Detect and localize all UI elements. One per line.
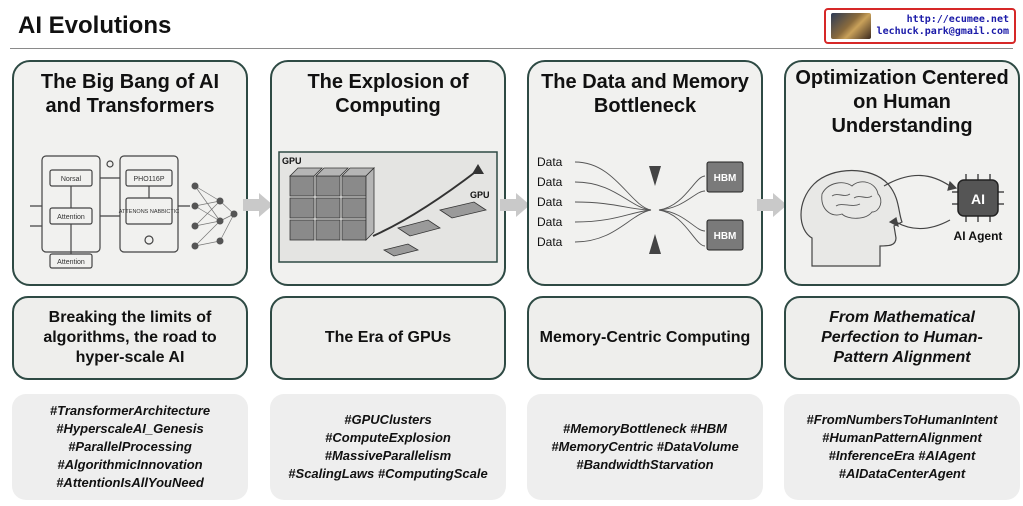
art-label-hbm: HBM (714, 231, 737, 242)
stage-3-subtitle: Memory-Centric Computing (527, 296, 763, 380)
tag: #AlgorithmicInnovation (57, 457, 203, 472)
art-label-hbm: HBM (714, 173, 737, 184)
stage-2-tags: #GPUClusters #ComputeExplosion #MassiveP… (270, 394, 506, 500)
stage-2-title: The Explosion of Computing (307, 71, 469, 117)
art-label-attention: Attention (57, 214, 85, 221)
art-label-gpu-cluster: GPU (282, 156, 302, 166)
tag: #ComputeExplosion (325, 430, 451, 445)
stage-4-subtitle: From Mathematical Perfection to Human-Pa… (784, 296, 1020, 380)
title-divider (10, 48, 1013, 49)
art-label-attention-input: Attention (57, 259, 85, 266)
stage-4-title: Optimization Centered on Human Understan… (795, 67, 1009, 137)
stage-2-card: The Explosion of Computing GPU GPU (270, 60, 506, 286)
stage-1-tags: #TransformerArchitecture #HyperscaleAI_G… (12, 394, 248, 500)
stage-2-subtitle: The Era of GPUs (270, 296, 506, 380)
author-url[interactable]: http://ecumee.net (906, 14, 1009, 25)
art-label-attenons: ATTENONS NABBICTIC (119, 209, 179, 215)
tag: #TransformerArchitecture (49, 403, 211, 418)
human-ai-agent-illustration: AI AI Agent (800, 169, 1004, 267)
arrow-right-icon (500, 193, 530, 217)
stage-4-card: Optimization Centered on Human Understan… (784, 60, 1020, 286)
stage-3-card: The Data and Memory Bottleneck Data Data (527, 60, 763, 286)
art-label-gpu-chip: GPU (470, 190, 490, 200)
art-label-data: Data (537, 215, 563, 229)
gpu-cluster-illustration: GPU GPU (278, 151, 498, 263)
stage-1-card: The Big Bang of AI and Transformers (12, 60, 248, 286)
author-contact: http://ecumee.net lechuck.park@gmail.com (871, 14, 1014, 38)
art-label-pho116p: PHO116P (134, 176, 165, 183)
tag: #ScalingLaws #ComputingScale (288, 466, 488, 481)
tag: #HyperscaleAI_Genesis (56, 421, 204, 436)
art-label-data: Data (537, 175, 563, 189)
tag: #AttentionIsAllYouNeed (56, 475, 204, 490)
arrow-right-icon (757, 193, 787, 217)
author-logo (831, 13, 871, 39)
art-label-data: Data (537, 235, 563, 249)
art-label-ai-chip: AI (971, 191, 985, 207)
tag: #BandwidthStarvation (576, 457, 714, 472)
art-label-norsal: Norsal (61, 176, 82, 183)
tag: #HumanPatternAlignment (822, 430, 982, 445)
art-label-data: Data (537, 195, 563, 209)
tag: #InferenceEra #AIAgent (828, 448, 976, 463)
stage-1-title: The Big Bang of AI and Transformers (40, 71, 220, 117)
author-badge[interactable]: http://ecumee.net lechuck.park@gmail.com (824, 8, 1016, 44)
art-label-ai-agent: AI Agent (954, 229, 1003, 243)
tag: #GPUClusters (344, 412, 432, 427)
memory-bottleneck-illustration: Data Data Data Data Data HBM HBM (537, 155, 744, 254)
stage-3-title: The Data and Memory Bottleneck (541, 71, 749, 117)
stage-3-tags: #MemoryBottleneck #HBM #MemoryCentric #D… (527, 394, 763, 500)
page-title: AI Evolutions (18, 12, 172, 39)
art-label-data: Data (537, 155, 563, 169)
transformer-diagram-illustration: Norsal Attention Attention PHO116P ATTEN… (30, 155, 238, 269)
stage-1-subtitle: Breaking the limits of algorithms, the r… (12, 296, 248, 380)
tag: #ParallelProcessing (68, 439, 192, 454)
tag: #MemoryBottleneck #HBM (563, 421, 727, 436)
author-email[interactable]: lechuck.park@gmail.com (876, 26, 1009, 37)
arrow-right-icon (243, 193, 273, 217)
stage-4-tags: #FromNumbersToHumanIntent #HumanPatternA… (784, 394, 1020, 500)
tag: #MassiveParallelism (324, 448, 452, 463)
tag: #AIDataCenterAgent (838, 466, 966, 481)
tag: #FromNumbersToHumanIntent (806, 412, 998, 427)
tag: #MemoryCentric #DataVolume (551, 439, 739, 454)
